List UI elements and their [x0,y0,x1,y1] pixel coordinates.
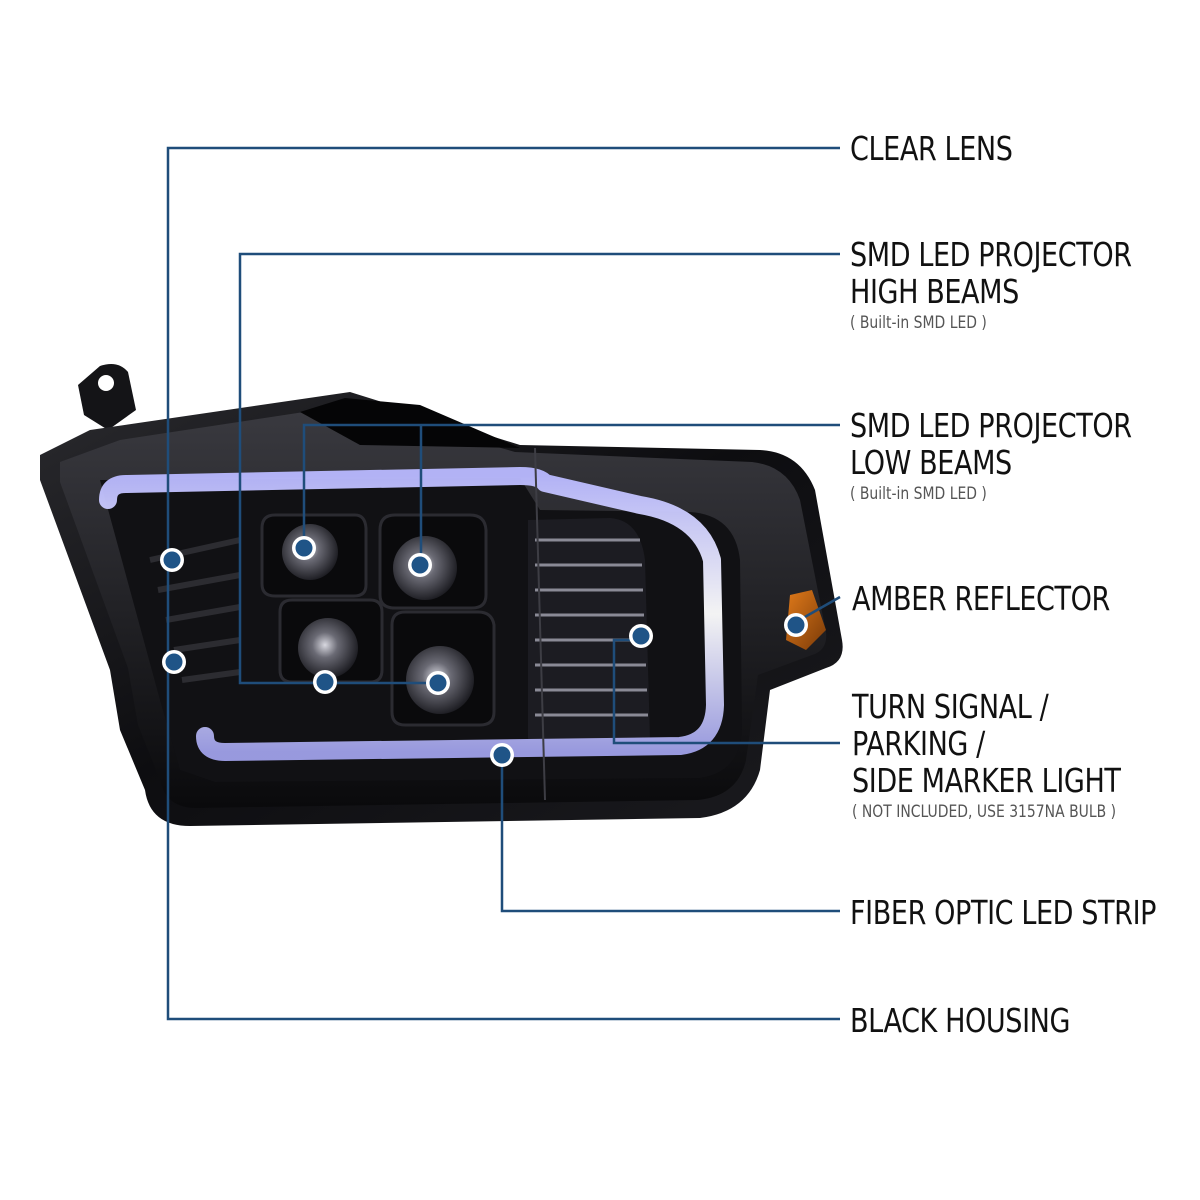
leader-clear-lens [166,146,840,660]
mounting-hole [98,375,114,391]
high-beam-lens-2 [298,618,358,678]
marker-dot-fiber-optic-8 [493,746,511,764]
leader-lines [166,146,841,1021]
label-black-housing-line-1: BLACK HOUSING [850,1001,1071,1040]
marker-dot-turn-signal-7 [632,627,650,645]
label-clear-lens: CLEAR LENS [850,129,1013,168]
label-turn-signal-line-2: PARKING / [852,724,985,763]
marker-dot-low-beams-3 [411,556,429,574]
label-black-housing: BLACK HOUSING [850,1002,1070,1039]
marker-dot-low-beams-5 [429,674,447,692]
marker-dot-amber-reflector-6 [787,616,805,634]
label-low-beams-line-2: LOW BEAMS [850,443,1012,482]
label-clear-lens-line-1: CLEAR LENS [850,129,1013,168]
label-fiber-optic-line-1: FIBER OPTIC LED STRIP [850,893,1157,932]
top-ridge [300,398,520,448]
marker-dot-black-housing-1 [165,653,183,671]
leader-turn-signal [612,638,840,745]
headlight-assembly [40,364,843,826]
label-low-beams-note: ( Built-in SMD LED ) [850,484,987,504]
lens-seam [534,447,546,801]
label-turn-signal-note: ( NOT INCLUDED, USE 3157NA BULB ) [852,802,1117,822]
marker-dot-high-beams-2 [295,539,313,557]
label-turn-signal-line-3: SIDE MARKER LIGHT [852,761,1121,800]
marker-dot-clear-lens-0 [163,551,181,569]
leader-low-beams [302,423,840,548]
label-amber-reflector-line-1: AMBER REFLECTOR [852,579,1110,618]
label-low-beams: SMD LED PROJECTOR LOW BEAMS ( Built-in S… [850,407,1132,505]
label-amber-reflector: AMBER REFLECTOR [852,580,1110,617]
mounting-tab [78,364,136,430]
label-turn-signal: TURN SIGNAL / PARKING / SIDE MARKER LIGH… [852,688,1121,823]
turn-signal-reflector [528,518,650,742]
label-high-beams: SMD LED PROJECTOR HIGH BEAMS ( Built-in … [850,236,1132,334]
leader-high-beams [238,252,840,685]
leader-fiber-optic [500,753,840,913]
label-high-beams-line-1: SMD LED PROJECTOR [850,235,1132,274]
projector-pods [260,513,496,727]
leader-black-housing [166,660,840,1021]
fiber-optic-strip [99,467,724,761]
label-low-beams-line-1: SMD LED PROJECTOR [850,406,1132,445]
label-high-beams-line-2: HIGH BEAMS [850,272,1019,311]
marker-dot-high-beams-4 [316,673,334,691]
callout-markers [160,536,808,767]
label-turn-signal-line-1: TURN SIGNAL / [852,687,1049,726]
label-fiber-optic: FIBER OPTIC LED STRIP [850,894,1156,931]
label-high-beams-note: ( Built-in SMD LED ) [850,313,987,333]
